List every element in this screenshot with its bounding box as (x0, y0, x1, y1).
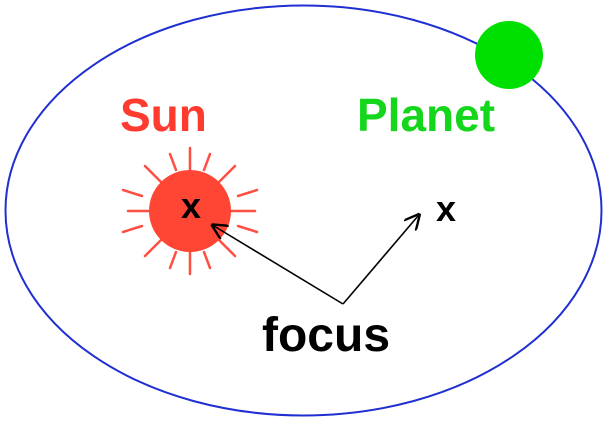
other-focus-marker: x (436, 188, 457, 229)
focus-label: focus (262, 309, 391, 362)
focus-arrow-right (342, 216, 418, 305)
orbit-ellipse (4, 4, 603, 417)
focus-arrow-left (214, 226, 344, 305)
sun-focus-marker: x (181, 185, 202, 226)
sun-rays (121, 146, 259, 276)
sun-label: Sun (120, 89, 207, 141)
planet-label: Planet (357, 89, 496, 141)
planet-circle (475, 21, 543, 89)
